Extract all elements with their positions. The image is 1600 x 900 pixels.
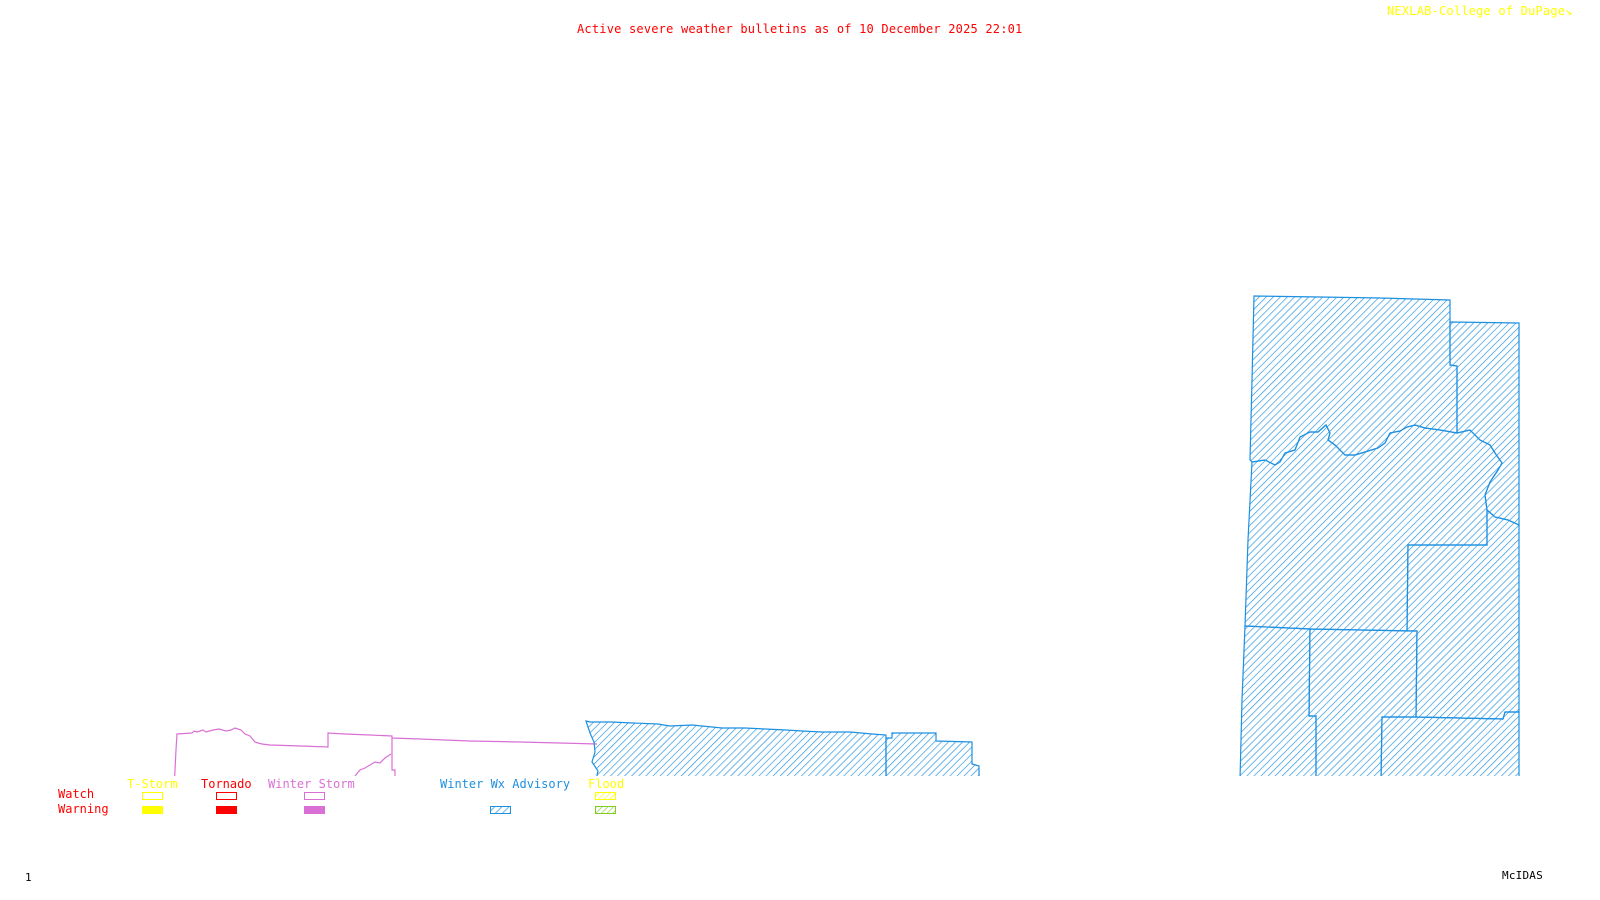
legend-label-tornado: Tornado xyxy=(201,777,252,791)
legend-flood-watch-swatch xyxy=(595,792,616,800)
winter-storm-boundary xyxy=(174,727,598,776)
winter-advisory-south-area xyxy=(585,720,980,776)
frame-number: 1 xyxy=(25,871,32,884)
legend-winter-storm-warning-swatch xyxy=(304,806,325,814)
legend-tstorm-watch-swatch xyxy=(142,792,163,800)
advisory-county xyxy=(1308,628,1418,776)
legend-row-watch: Watch xyxy=(58,787,95,801)
winter-advisory-east-area xyxy=(1239,295,1520,776)
legend-label-flood: Flood xyxy=(588,777,625,791)
software-label: McIDAS xyxy=(1502,869,1543,882)
credit-text: NEXLAB-College of DuPage xyxy=(1387,4,1566,18)
legend-tornado-watch-swatch xyxy=(216,792,237,800)
legend-winter-storm-watch-swatch xyxy=(304,792,325,800)
legend xyxy=(142,792,616,814)
legend-label-winter-advisory: Winter Wx Advisory xyxy=(440,777,571,791)
winter-storm-boundary xyxy=(391,738,396,776)
legend-row-warning: Warning xyxy=(58,802,109,816)
advisory-county xyxy=(1239,625,1317,776)
nexlab-logo-icon: ↘ xyxy=(1565,4,1573,18)
advisory-county xyxy=(885,732,980,776)
legend-tstorm-warning-swatch xyxy=(142,806,163,814)
legend-flood-warning-swatch xyxy=(595,806,616,814)
legend-label-tstorm: T-Storm xyxy=(127,777,178,791)
advisory-county xyxy=(1380,711,1520,776)
advisory-county xyxy=(585,720,887,776)
page-title: Active severe weather bulletins as of 10… xyxy=(577,22,1023,36)
legend-label-winter-storm: Winter Storm xyxy=(268,777,355,791)
credit-label: NEXLAB-College of DuPage↘ xyxy=(1387,5,1573,18)
legend-tornado-warning-swatch xyxy=(216,806,237,814)
winter-storm-boundary xyxy=(354,753,392,776)
winter-storm-watch-area xyxy=(174,727,598,776)
legend-winter-advisory-swatch xyxy=(490,806,511,814)
